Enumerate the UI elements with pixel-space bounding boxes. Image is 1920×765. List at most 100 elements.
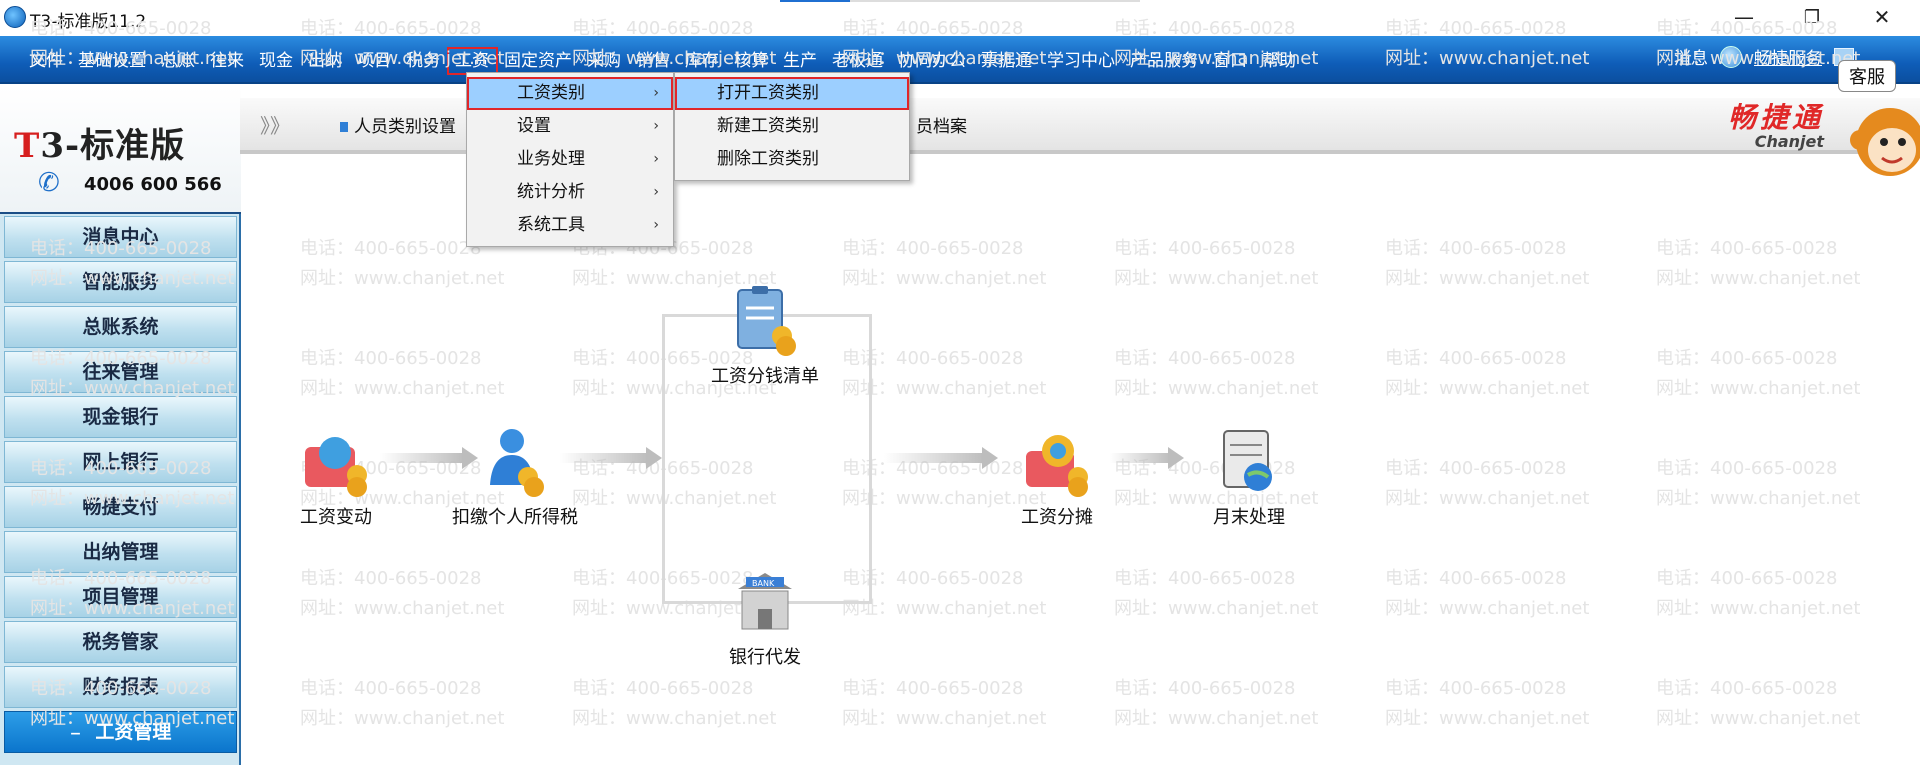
menu-item-17[interactable]: 票据通 (981, 51, 1032, 71)
flow-arrow (380, 447, 478, 469)
menu-item-20[interactable]: 窗口 (1213, 51, 1247, 71)
menu-item-11[interactable]: 销售 (636, 51, 670, 71)
brand-cn: 畅捷通 (1728, 101, 1825, 134)
salary-menu: 工资类别›设置›业务处理›统计分析›系统工具› (466, 72, 674, 247)
title-bar: T3-标准版11.2 — ❐ ✕ (0, 0, 1920, 36)
brand-en: Chanjet (1754, 132, 1825, 151)
customer-service-button[interactable]: 客服 (1838, 60, 1896, 92)
collapse-icon: − (69, 726, 82, 742)
toolbar-personnel-category[interactable]: 人员类别设置 (340, 112, 456, 137)
menu-item-10[interactable]: 采购 (587, 51, 621, 71)
close-button[interactable]: ✕ (1873, 5, 1891, 29)
menu-item-1[interactable]: 基础设置 (78, 51, 146, 71)
sidebar-item-9[interactable]: 税务管家 (4, 621, 237, 663)
sidebar-item-1[interactable]: 智能服务 (4, 261, 237, 303)
menu-item-13[interactable]: 核算 (734, 51, 768, 71)
flow-arrow (1110, 447, 1184, 469)
menu-item-9[interactable]: 固定资产 (504, 51, 572, 71)
chevron-right-icon: › (653, 85, 659, 101)
logo-text: T3-标准版 (14, 126, 186, 166)
menu-item-2[interactable]: 总账 (161, 51, 195, 71)
salary-menu-item-3[interactable]: 统计分析› (467, 176, 673, 209)
menu-item-21[interactable]: 帮助 (1262, 51, 1296, 71)
left-panel: T3-标准版 ✆ 4006 600 566 消息中心智能服务总账系统往来管理现金… (0, 86, 241, 765)
messages-link[interactable]: 消息 (1674, 49, 1708, 69)
svg-text:BANK: BANK (752, 579, 775, 588)
menu-item-12[interactable]: 库存 (685, 51, 719, 71)
app-icon (4, 6, 26, 28)
sidebar-item-11[interactable]: −工资管理 (4, 711, 237, 753)
sidebar-nav: 消息中心智能服务总账系统往来管理现金银行网上银行畅捷支付出纳管理项目管理税务管家… (4, 216, 237, 756)
menu-item-7[interactable]: 税务 (406, 51, 440, 71)
menu-item-16[interactable]: 协同办公 (898, 51, 966, 71)
node-salary-allocation[interactable]: 工资分摊 (1002, 425, 1112, 529)
sidebar-item-5[interactable]: 网上银行 (4, 441, 237, 483)
salary-menu-item-0[interactable]: 工资类别› (467, 77, 673, 110)
brand-mark: 畅捷通 Chanjet (1728, 96, 1824, 151)
node-withhold-tax[interactable]: 扣缴个人所得税 (448, 425, 582, 529)
menu-item-5[interactable]: 出纳 (308, 51, 342, 71)
sidebar-item-6[interactable]: 畅捷支付 (4, 486, 237, 528)
flow-arrow (560, 447, 662, 469)
sidebar-item-label: 消息中心 (82, 226, 159, 248)
node-salary-change[interactable]: 工资变动 (286, 425, 386, 529)
expand-chevron-icon[interactable]: 》》 (260, 114, 290, 138)
service-globe-icon[interactable] (1720, 45, 1742, 68)
window-title: T3-标准版11.2 (30, 12, 147, 32)
salary-menu-item-2[interactable]: 业务处理› (467, 143, 673, 176)
menu-item-0[interactable]: 文件 (29, 51, 63, 71)
menu-item-8[interactable]: 工资 (447, 47, 498, 75)
menu-bar: 文件基础设置总账往来现金出纳项目税务工资固定资产采购销售库存核算生产老板通协同办… (0, 36, 1920, 84)
menu-item-18[interactable]: 学习中心 (1047, 51, 1115, 71)
salary-menu-item-1[interactable]: 设置› (467, 110, 673, 143)
calendar-globe-icon (1212, 425, 1286, 499)
sidebar-item-label: 往来管理 (82, 361, 159, 383)
menu-item-19[interactable]: 产品服务 (1130, 51, 1198, 71)
service-link[interactable]: 畅捷服务 (1754, 49, 1822, 69)
restore-button[interactable]: ❐ (1803, 6, 1821, 28)
menu-item-14[interactable]: 生产 (783, 51, 817, 71)
menu-item-15[interactable]: 老板通 (832, 51, 883, 71)
mascot-monkey-icon[interactable] (1850, 92, 1920, 182)
chevron-right-icon: › (653, 118, 659, 134)
menu-item-3[interactable]: 往来 (210, 51, 244, 71)
salary-menu-item-4[interactable]: 系统工具› (467, 209, 673, 242)
node-bank-payroll[interactable]: BANK 银行代发 (710, 565, 820, 669)
menubar-right: 消息 畅捷服务 (1668, 44, 1860, 69)
sidebar-item-10[interactable]: 财务报表 (4, 666, 237, 708)
salary_type-menu-item-1[interactable]: 新建工资类别 (717, 116, 819, 136)
node-salary-cash-list[interactable]: 工资分钱清单 (700, 284, 830, 388)
sidebar-item-4[interactable]: 现金银行 (4, 396, 237, 438)
menu-item-4[interactable]: 现金 (259, 51, 293, 71)
toolbar-personnel-file[interactable]: 员档案 (916, 117, 967, 137)
node-month-end[interactable]: 月末处理 (1194, 425, 1304, 529)
sidebar-item-2[interactable]: 总账系统 (4, 306, 237, 348)
menu-item-6[interactable]: 项目 (357, 51, 391, 71)
minimize-button[interactable]: — (1734, 5, 1754, 29)
sidebar-item-label: 税务管家 (82, 631, 159, 653)
sidebar-item-7[interactable]: 出纳管理 (4, 531, 237, 573)
clipboard-coins-icon (728, 284, 802, 358)
tab-strip (780, 0, 1140, 2)
salary_type-menu-item-0[interactable]: 打开工资类别 (675, 77, 909, 110)
sidebar-item-label: 出纳管理 (82, 541, 159, 563)
salary_type-menu-item-2[interactable]: 删除工资类别 (717, 149, 819, 169)
sidebar-item-8[interactable]: 项目管理 (4, 576, 237, 618)
sidebar-item-label: 网上银行 (82, 451, 159, 473)
sidebar-item-3[interactable]: 往来管理 (4, 351, 237, 393)
sidebar-item-0[interactable]: 消息中心 (4, 216, 237, 258)
